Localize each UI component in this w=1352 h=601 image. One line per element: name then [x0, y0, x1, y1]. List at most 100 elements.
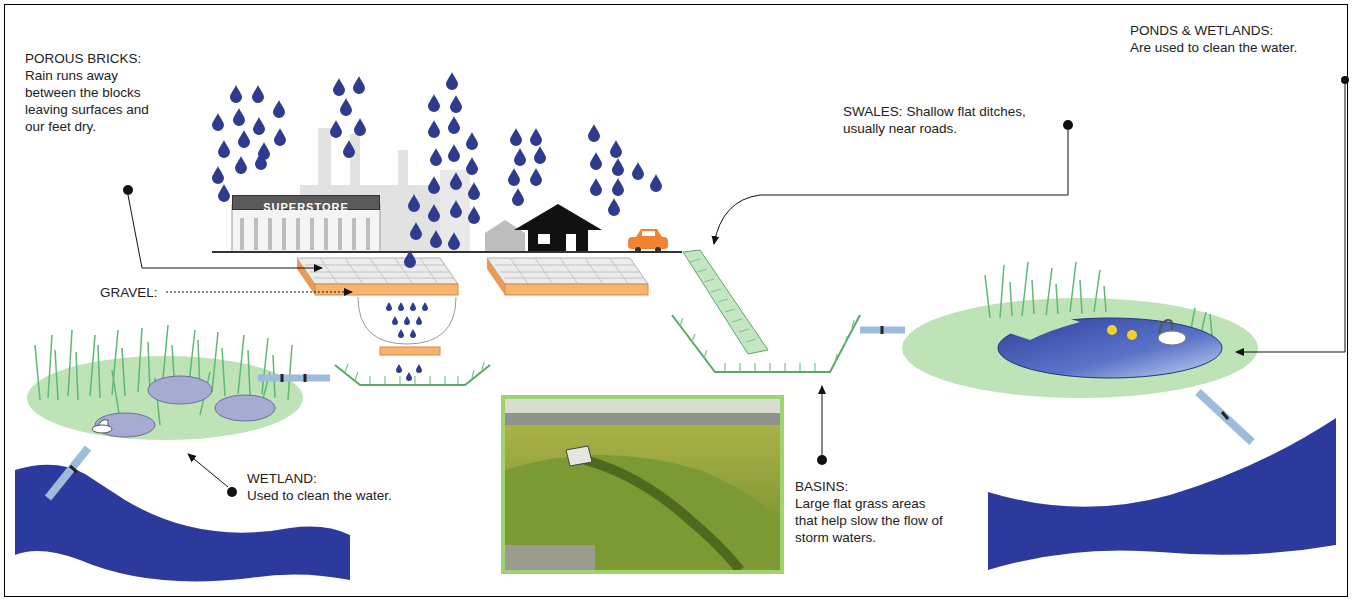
illustration-part: [1127, 330, 1137, 340]
callout: WETLAND:Used to clean the water.: [247, 470, 447, 504]
illustration-part: [188, 454, 228, 487]
illustration-part: [422, 302, 428, 311]
illustration-part: [505, 545, 595, 570]
illustration-part: [512, 188, 524, 206]
illustration-part: [612, 178, 624, 196]
illustration-part: [503, 397, 782, 572]
illustration-part: [166, 292, 352, 293]
illustration-part: [408, 194, 420, 212]
illustration-part: [410, 222, 422, 240]
illustration-part: [1236, 84, 1345, 352]
illustration-part: [428, 94, 440, 112]
illustration-part: [92, 425, 112, 433]
illustration-part: [212, 166, 224, 184]
illustration-part: [446, 72, 458, 90]
illustration-part: [448, 144, 460, 162]
illustration-part: [252, 85, 264, 103]
illustration-part: [1341, 76, 1349, 84]
illustration-part: [218, 140, 230, 158]
illustration-part: [505, 455, 780, 570]
illustration-part: [610, 140, 622, 158]
illustration-part: [448, 116, 460, 134]
illustration-part: [530, 128, 542, 146]
illustration-part: [123, 185, 133, 195]
illustration-part: [585, 460, 740, 570]
illustration-part: [505, 399, 780, 570]
ditches: [335, 250, 860, 385]
illustration-part: [35, 325, 292, 425]
illustration-part: [230, 85, 242, 103]
illustration-part: [487, 258, 648, 284]
illustration-part: [428, 120, 440, 138]
callout: PONDS & WETLANDS:Are used to clean the w…: [1130, 22, 1335, 56]
callout-text: Large flat grass areas that help slow th…: [795, 495, 945, 546]
illustration-part: [212, 113, 224, 131]
callout-heading: GRAVEL:: [100, 284, 170, 301]
illustration-part: [1107, 325, 1117, 335]
illustration-part: [304, 374, 307, 382]
illustration-part: [902, 298, 1258, 398]
illustration-part: [1000, 315, 1080, 340]
illustration-part: [48, 448, 88, 498]
illustration-part: [227, 487, 237, 497]
illustration-part: [218, 184, 230, 202]
illustration-part: [817, 455, 827, 465]
pond-illustration: [902, 262, 1258, 398]
illustration-part: [514, 204, 602, 230]
illustration-part: [406, 372, 412, 381]
illustration-part: [1222, 412, 1228, 419]
illustration-part: [680, 318, 854, 371]
illustration-part: [505, 413, 780, 425]
illustration-part: [450, 172, 462, 190]
illustration-part: [340, 98, 352, 116]
illustration-part: [530, 168, 542, 186]
illustration-part: [253, 117, 265, 135]
illustration-part: [233, 108, 245, 126]
illustration-part: [305, 258, 454, 284]
leader-lines: [123, 76, 1349, 497]
illustration-part: [448, 232, 460, 250]
illustration-part: [410, 329, 416, 338]
river: [988, 418, 1336, 570]
illustration-part: [242, 218, 368, 250]
callout-heading: WETLAND:: [247, 470, 447, 487]
callout: BASINS:Large flat grass areas that help …: [795, 478, 945, 546]
callout: SWALES:Shallow flat ditches, usually nea…: [843, 103, 1053, 137]
illustration-part: [612, 158, 624, 176]
illustration-part: [354, 118, 366, 136]
illustration-part: [416, 316, 422, 325]
illustration-part: [636, 229, 662, 237]
callout-heading: BASINS:: [795, 478, 945, 495]
illustration-part: [358, 297, 456, 344]
illustration-part: [608, 198, 620, 216]
site-photo: [503, 397, 782, 572]
illustration-part: [590, 178, 602, 196]
callout: GRAVEL:: [100, 284, 170, 301]
rain-drops: [212, 72, 662, 381]
illustration-part: [297, 258, 458, 284]
illustration-part: [672, 315, 860, 372]
illustration-part: [235, 156, 247, 174]
illustration-part: [255, 152, 267, 170]
illustration-part: [343, 140, 355, 158]
callout-heading: POROUS BRICKS:: [25, 50, 150, 67]
illustration-part: [632, 162, 644, 180]
illustration-part: [650, 174, 662, 192]
illustration-part: [1063, 120, 1073, 130]
illustration-part: [281, 374, 284, 382]
illustration-part: [822, 386, 823, 455]
illustration-part: [404, 316, 410, 325]
illustration-part: [588, 124, 600, 142]
illustration-part: [380, 347, 440, 355]
illustration-part: [238, 130, 250, 148]
illustration-part: [386, 302, 392, 311]
illustration-part: [466, 132, 478, 150]
illustration-part: [508, 168, 520, 186]
illustration-part: [566, 446, 592, 466]
illustration-part: [528, 228, 588, 252]
illustration-part: [485, 220, 525, 252]
illustration-part: [398, 302, 404, 311]
illustration-part: [410, 302, 416, 311]
illustration-part: [487, 258, 505, 295]
